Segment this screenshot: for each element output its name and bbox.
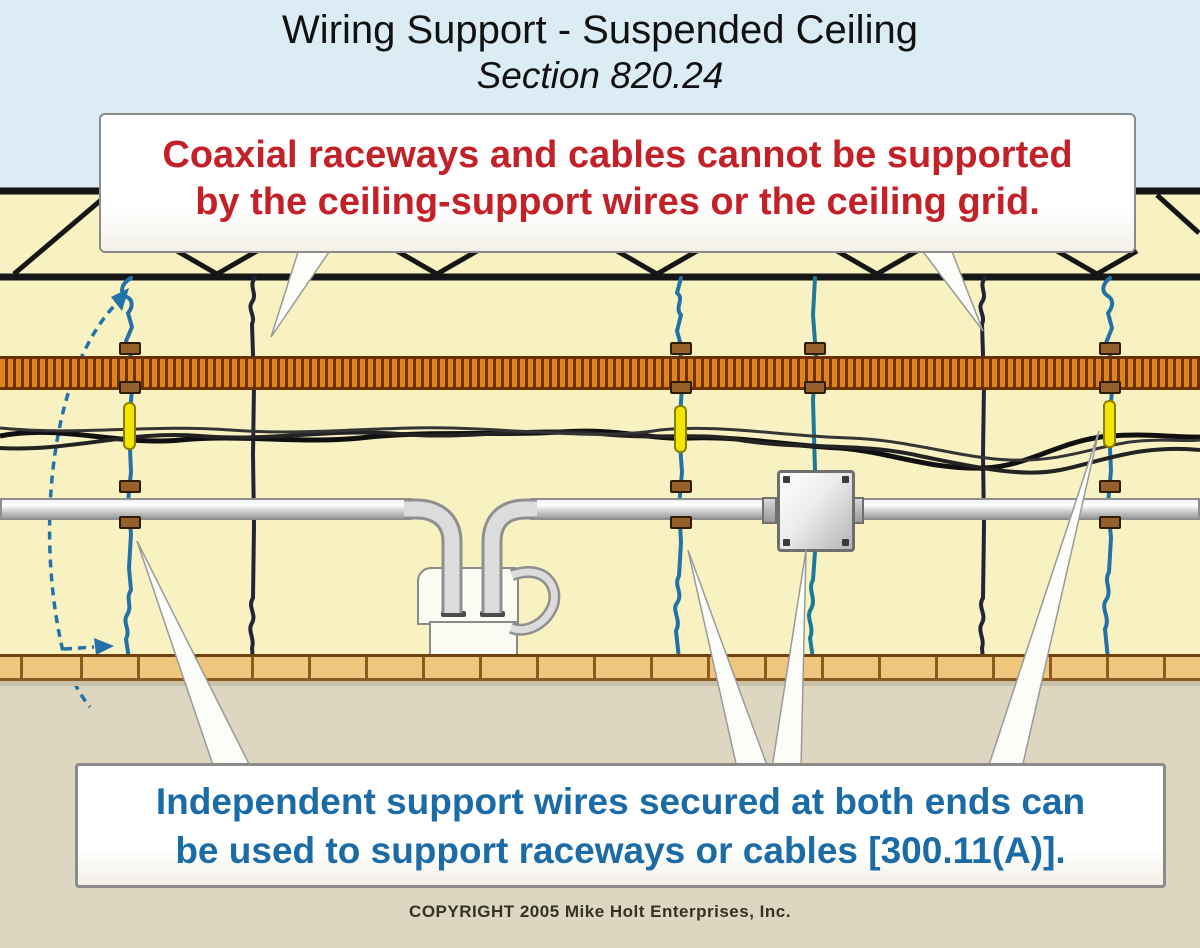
- callout-bottom-line1: Independent support wires secured at bot…: [155, 781, 1086, 822]
- raceway-clamp: [1099, 342, 1121, 355]
- conduit-clamp: [670, 480, 692, 493]
- raceway-clamp: [804, 342, 826, 355]
- diagram-title: Wiring Support - Suspended Ceiling Secti…: [0, 8, 1200, 97]
- callout-bottom: Independent support wires secured at bot…: [75, 763, 1166, 888]
- ceiling-grid-shadow: [0, 681, 1200, 686]
- conduit-clamp: [1099, 516, 1121, 529]
- callout-top-line2: by the ceiling-support wires or the ceil…: [195, 181, 1040, 223]
- screw: [783, 539, 790, 546]
- callout-bottom-line2: be used to support raceways or cables [3…: [175, 830, 1066, 871]
- conduit-run-middle: [530, 498, 779, 520]
- callout-top-line1: Coaxial raceways and cables cannot be su…: [162, 134, 1073, 176]
- raceway-clamp: [670, 381, 692, 394]
- callout-top: Coaxial raceways and cables cannot be su…: [99, 113, 1136, 253]
- plenum-background: [0, 191, 1200, 654]
- conduit-clamp: [1099, 480, 1121, 493]
- coaxial-raceway: [0, 356, 1200, 390]
- conduit-clamp: [119, 480, 141, 493]
- conduit-connector: [480, 611, 505, 617]
- conduit-clamp: [119, 516, 141, 529]
- cable-tie: [123, 402, 136, 450]
- cable-tie: [674, 405, 687, 453]
- screw: [842, 539, 849, 546]
- raceway-clamp: [670, 342, 692, 355]
- copyright-text: COPYRIGHT 2005 Mike Holt Enterprises, In…: [409, 902, 791, 921]
- raceway-clamp: [804, 381, 826, 394]
- ceiling-grid: [0, 654, 1200, 681]
- device-box-lower: [429, 621, 518, 656]
- title-line1: Wiring Support - Suspended Ceiling: [282, 8, 918, 52]
- title-line2: Section 820.24: [476, 55, 724, 96]
- screw: [783, 476, 790, 483]
- raceway-clamp: [1099, 381, 1121, 394]
- raceway-clamp: [119, 381, 141, 394]
- raceway-clamp: [119, 342, 141, 355]
- junction-box: [777, 470, 855, 552]
- screw: [842, 476, 849, 483]
- cable-tie: [1103, 400, 1116, 448]
- conduit-connector: [441, 611, 466, 617]
- conduit-run-left: [0, 498, 412, 520]
- junction-box-connector-left: [762, 497, 777, 524]
- conduit-clamp: [670, 516, 692, 529]
- conduit-run-right: [851, 498, 1200, 520]
